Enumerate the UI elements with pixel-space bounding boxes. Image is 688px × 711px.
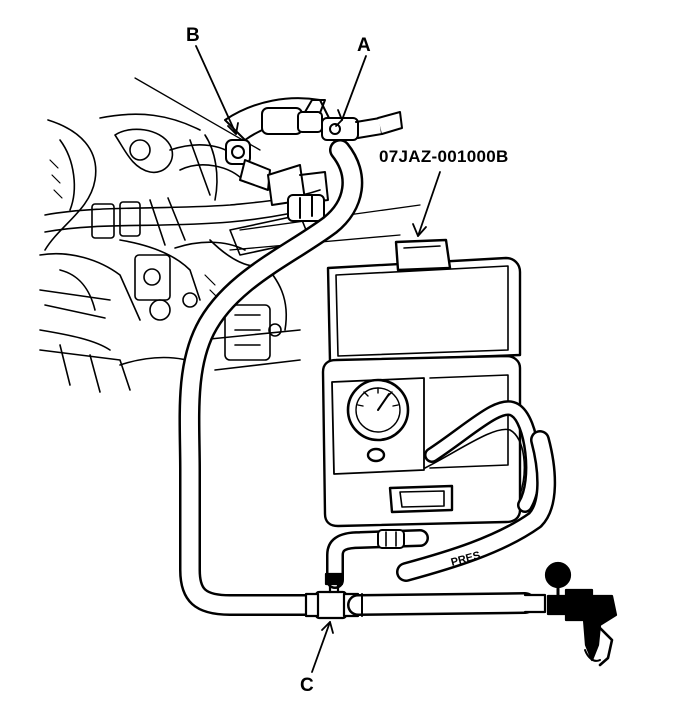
leader-c-arrow	[321, 621, 334, 634]
fuel-hose-main	[178, 139, 364, 616]
leader-lines	[195, 45, 441, 673]
fuel-rail-assembly	[224, 97, 403, 222]
leader-tool	[417, 171, 441, 237]
callout-label-a: A	[357, 35, 371, 56]
leader-b-arrow	[227, 122, 239, 135]
pressure-gauge-kit	[321, 238, 541, 528]
leader-a-arrow	[335, 109, 343, 127]
tool-part-number: 07JAZ-001000B	[379, 147, 509, 166]
leader-b	[195, 45, 237, 135]
leader-tool-arrow	[412, 223, 427, 237]
leader-c	[311, 621, 331, 673]
leader-a	[341, 55, 367, 121]
t-fitting-assembly	[304, 561, 618, 667]
callout-label-c: C	[300, 675, 314, 696]
callout-label-b: B	[186, 25, 200, 46]
gauge-hoses	[326, 430, 557, 589]
